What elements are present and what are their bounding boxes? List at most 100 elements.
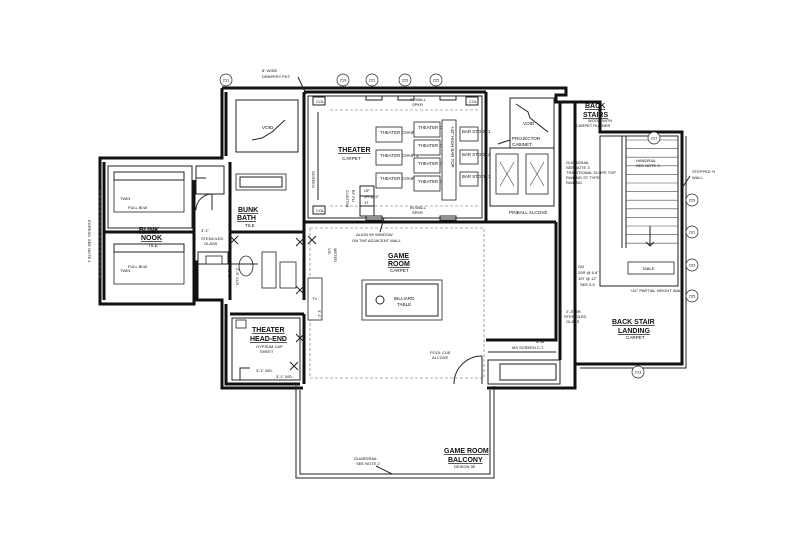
svg-text:COL: COL xyxy=(316,99,325,104)
svg-text:2'-6": 2'-6" xyxy=(227,270,232,279)
section-tag: 235 xyxy=(685,289,699,303)
svg-text:ON: ON xyxy=(578,264,584,269)
back-stair-landing-label: BACK STAIR xyxy=(612,319,655,326)
svg-text:VOID: VOID xyxy=(262,125,274,130)
svg-text:213: 213 xyxy=(635,370,642,375)
svg-text:WALL: WALL xyxy=(692,175,704,180)
svg-text:2'-6" CLR.: 2'-6" CLR. xyxy=(235,268,240,286)
bar-stool-3: BAR STOOL 3 xyxy=(462,174,491,179)
svg-text:SPKR: SPKR xyxy=(412,210,423,215)
bar-stool-2: BAR STOOL 2 xyxy=(462,152,491,157)
svg-text:CARPET: CARPET xyxy=(626,335,645,340)
svg-text:ALCOVE: ALCOVE xyxy=(432,355,449,360)
svg-text:DESIGN 3E: DESIGN 3E xyxy=(454,464,476,469)
svg-text:WOOD WITH: WOOD WITH xyxy=(588,118,612,123)
svg-text:19T @ 12": 19T @ 12" xyxy=(578,276,598,281)
theater-chair-6: THEATER CHAIR 6 xyxy=(418,161,457,166)
section-tag: 229 xyxy=(685,193,699,207)
theater-head-end: THEATER HEAD-END GYPSUM CAP SHEET 3'-1" … xyxy=(231,317,305,381)
section-tag: 231 xyxy=(685,225,699,239)
svg-text:STENCILED: STENCILED xyxy=(201,236,224,241)
interior-walls xyxy=(104,90,562,385)
game-room-balcony: GAME ROOM BALCONY DESIGN 3E GUARDRAIL SE… xyxy=(354,448,489,475)
svg-text:STAIRS: STAIRS xyxy=(583,112,608,119)
pool-cue-alcove-label: POOL CUE xyxy=(430,350,451,355)
svg-text:SPKR: SPKR xyxy=(412,102,423,107)
svg-text:CABINET: CABINET xyxy=(512,142,532,147)
projector-cabinet: PROJECTOR CABINET xyxy=(497,136,541,147)
svg-text:TILE: TILE xyxy=(245,223,255,228)
game-room-label: GAME xyxy=(388,253,409,260)
svg-text:8" WIDE: 8" WIDE xyxy=(262,68,278,73)
svg-text:EGRESS, SEE NOTE 1: EGRESS, SEE NOTE 1 xyxy=(87,220,92,263)
svg-text:3'-1" WD.: 3'-1" WD. xyxy=(256,368,273,373)
svg-text:COL: COL xyxy=(316,208,325,213)
bar-top-label: +42" HIGH BAR TOP xyxy=(450,126,455,168)
section-tag: 227 xyxy=(647,131,661,145)
svg-text:IN WALL: IN WALL xyxy=(410,97,427,102)
svg-text:ALIGN W/ WINDOW: ALIGN W/ WINDOW xyxy=(356,232,393,237)
svg-text:CUSTOM: CUSTOM xyxy=(345,190,350,207)
svg-text:SEE NOTE 3: SEE NOTE 3 xyxy=(566,165,590,170)
stair-treads xyxy=(626,139,678,244)
svg-text:MS SCREEN C.T.: MS SCREEN C.T. xyxy=(512,345,544,350)
svg-text:SCREEN: SCREEN xyxy=(311,171,316,188)
svg-text:SEE NOTE 3: SEE NOTE 3 xyxy=(636,163,660,168)
svg-text:3'-1": 3'-1" xyxy=(317,310,322,319)
svg-text:BY FLI: BY FLI xyxy=(351,190,356,202)
theater-chair-7: THEATER CHAIR 7 xyxy=(418,179,457,184)
svg-text:CARPET: CARPET xyxy=(390,268,409,273)
svg-text:NOOK: NOOK xyxy=(141,235,162,242)
theater-label: THEATER xyxy=(338,147,371,154)
svg-text:211: 211 xyxy=(223,78,230,83)
svg-text:& 36: & 36 xyxy=(536,339,545,344)
bar-stool-1: BAR STOOL 1 xyxy=(462,129,491,134)
svg-text:GLASS: GLASS xyxy=(204,241,218,246)
svg-text:2'-3" BR.: 2'-3" BR. xyxy=(566,309,582,314)
svg-text:IN WALL: IN WALL xyxy=(410,205,427,210)
svg-text:COL: COL xyxy=(469,99,478,104)
svg-text:GLASS: GLASS xyxy=(566,319,580,324)
pinball-alcove-label: PINBALL ALCOVE xyxy=(509,210,547,215)
bunk-bath-label: BUNK xyxy=(238,207,258,214)
back-stair-landing: BACK STAIR LANDING CARPET STENCILED GLAS… xyxy=(564,309,655,340)
theater-room: THEATER CARPET COL COL COL SCREEN xyxy=(307,95,483,219)
svg-text:229: 229 xyxy=(689,198,696,203)
svg-text:UP: UP xyxy=(364,188,370,193)
bath-lower: 2'-6" 2'-6" CLR. xyxy=(197,237,305,295)
svg-text:1T: 1T xyxy=(364,200,369,205)
theater-chair-2: THEATER CHAIR 2 xyxy=(380,153,419,158)
svg-text:TRADITIONAL SLOPE TOP: TRADITIONAL SLOPE TOP xyxy=(566,170,616,175)
svg-text:FULL BLW: FULL BLW xyxy=(128,205,147,210)
theater-to-bunk-door: 3'-1" WD. xyxy=(276,374,293,379)
pinball-alcove: PINBALL ALCOVE xyxy=(489,147,555,215)
svg-text:CARPET RUNNER: CARPET RUNNER xyxy=(576,123,610,128)
bunk-bath: BUNK BATH TILE 3'-1" STENCILED GLASS xyxy=(201,173,287,246)
svg-text:20R @ 6.6": 20R @ 6.6" xyxy=(578,270,599,275)
theater-entry-stair: UP 2R @ 6" 1T CUSTOM BY FLI xyxy=(345,185,380,217)
table-label: TABLE xyxy=(642,266,655,271)
svg-text:233: 233 xyxy=(689,263,696,268)
svg-text:219: 219 xyxy=(340,78,347,83)
theater-chairs: THEATER CHAIR 1 THEATER CHAIR 2 THEATER … xyxy=(375,121,457,192)
bar-counter: +42" HIGH BAR TOP BAR STOOL 1 BAR STOOL … xyxy=(441,119,491,201)
svg-text:2R @ 6": 2R @ 6" xyxy=(364,194,380,199)
svg-text:221: 221 xyxy=(369,78,376,83)
in-wall-speakers: IN WALL SPKR IN WALL SPKR xyxy=(365,95,457,221)
svg-text:GYPSUM CAP: GYPSUM CAP xyxy=(256,344,283,349)
section-tag: 219 xyxy=(336,73,350,87)
svg-text:BALCONY: BALCONY xyxy=(448,457,483,464)
section-tag: 225 xyxy=(429,73,443,87)
svg-text:227: 227 xyxy=(651,136,658,141)
theater-chair-4: THEATER CHAIR 4 xyxy=(418,125,457,130)
svg-text:TILE: TILE xyxy=(148,243,158,248)
svg-text:FULL BLW: FULL BLW xyxy=(128,264,147,269)
svg-text:SHEET: SHEET xyxy=(260,349,274,354)
svg-text:3'-1": 3'-1" xyxy=(201,228,210,233)
svg-text:225: 225 xyxy=(433,78,440,83)
theater-head-end-label: THEATER xyxy=(252,327,285,334)
back-stairs: BACK STAIRS WOOD WITH CARPET RUNNER xyxy=(576,103,679,287)
svg-text:PROJECTOR: PROJECTOR xyxy=(512,136,541,141)
